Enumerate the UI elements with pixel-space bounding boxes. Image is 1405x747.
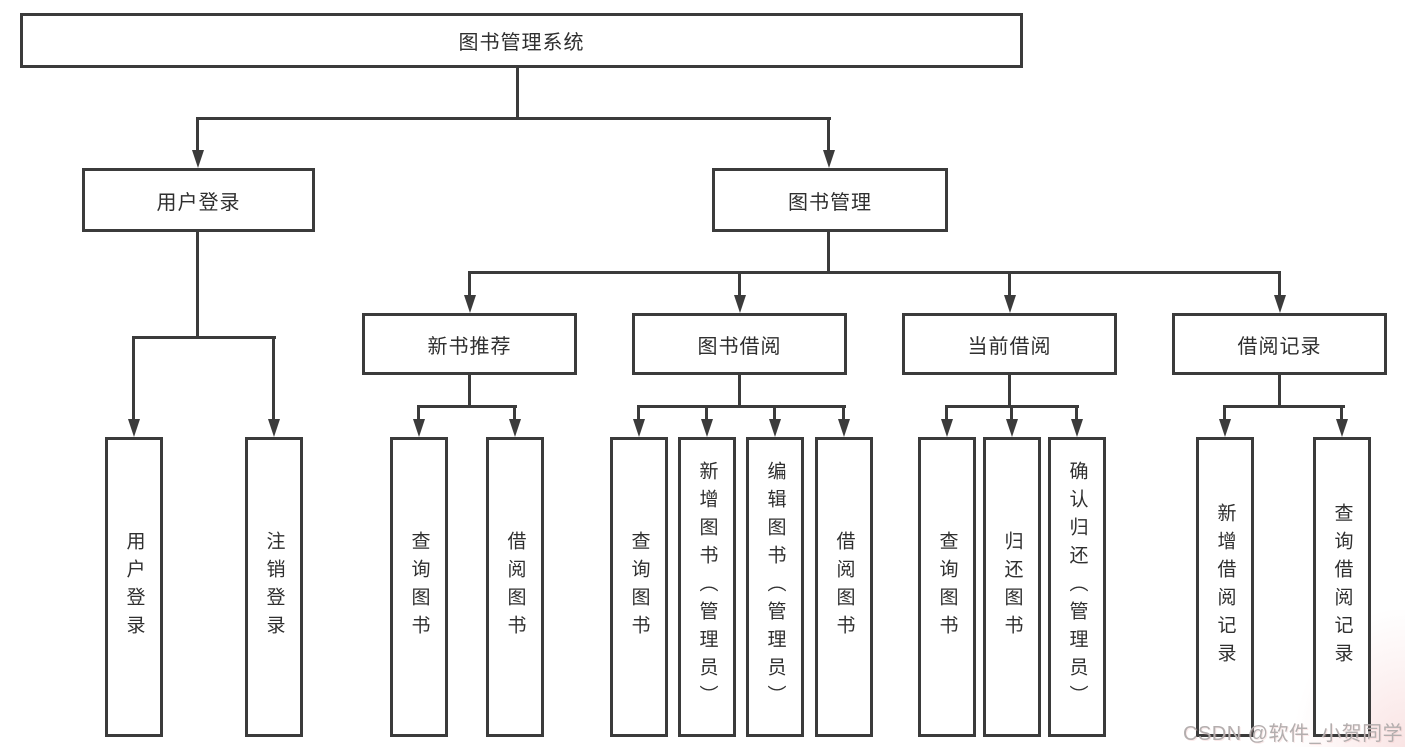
connector-line	[827, 232, 830, 274]
node-current-borrow: 当前借阅	[902, 313, 1117, 375]
leaf-newbook-borrow: 借阅图书	[486, 437, 544, 737]
node-user-login: 用户登录	[82, 168, 315, 232]
leaf-borrow-borrow: 借阅图书	[815, 437, 873, 737]
connector-line	[516, 68, 519, 119]
connector-line	[827, 117, 830, 151]
connector-line	[132, 336, 276, 339]
arrow-down-icon	[734, 295, 746, 313]
leaf-label: 新增图书（管理员）	[696, 461, 718, 713]
arrow-down-icon	[509, 419, 521, 437]
leaf-borrow-query: 查询图书	[610, 437, 668, 737]
connector-line	[513, 405, 516, 421]
connector-line	[1278, 271, 1281, 297]
leaf-label: 编辑图书（管理员）	[764, 461, 786, 713]
leaf-borrow-add-admin: 新增图书（管理员）	[678, 437, 736, 737]
connector-line	[1010, 405, 1013, 421]
connector-line	[738, 271, 741, 297]
connector-line	[468, 375, 471, 408]
leaf-label: 注销登录	[263, 531, 285, 643]
arrow-down-icon	[769, 419, 781, 437]
arrow-down-icon	[941, 419, 953, 437]
connector-line	[945, 405, 948, 421]
leaf-label: 查询借阅记录	[1331, 503, 1353, 671]
node-label: 用户登录	[156, 191, 241, 214]
connector-line	[637, 405, 846, 408]
node-label: 图书管理系统	[458, 32, 585, 54]
connector-line	[1278, 375, 1281, 408]
connector-line	[1075, 405, 1078, 421]
node-book-borrow: 图书借阅	[632, 313, 847, 375]
arrow-down-icon	[268, 419, 280, 437]
connector-line	[196, 117, 199, 151]
leaf-logout: 注销登录	[245, 437, 303, 737]
arrow-down-icon	[701, 419, 713, 437]
connector-line	[196, 232, 199, 338]
leaf-label: 借阅图书	[833, 531, 855, 643]
node-book-management: 图书管理	[712, 168, 948, 232]
connector-line	[1008, 271, 1011, 297]
arrow-down-icon	[464, 295, 476, 313]
leaf-label: 归还图书	[1001, 531, 1023, 643]
leaf-borrow-edit-admin: 编辑图书（管理员）	[746, 437, 804, 737]
connector-line	[1340, 405, 1343, 421]
arrow-down-icon	[192, 150, 204, 168]
connector-line	[468, 271, 471, 297]
arrow-down-icon	[1006, 419, 1018, 437]
connector-line	[1008, 375, 1011, 408]
leaf-user-login: 用户登录	[105, 437, 163, 737]
leaf-record-query: 查询借阅记录	[1313, 437, 1371, 737]
arrow-down-icon	[1071, 419, 1083, 437]
arrow-down-icon	[1274, 295, 1286, 313]
arrow-down-icon	[633, 419, 645, 437]
connector-line	[637, 405, 640, 421]
arrow-down-icon	[128, 419, 140, 437]
connector-line	[738, 375, 741, 408]
node-label: 新书推荐	[427, 335, 512, 358]
connector-line	[705, 405, 708, 421]
node-label: 当前借阅	[967, 335, 1052, 358]
connector-line	[417, 405, 517, 408]
leaf-current-return: 归还图书	[983, 437, 1041, 737]
watermark-text: CSDN @软件_小贺同学	[1183, 723, 1404, 745]
connector-line	[842, 405, 845, 421]
connector-line	[132, 336, 135, 421]
leaf-record-add: 新增借阅记录	[1196, 437, 1254, 737]
connector-line	[196, 117, 831, 120]
connector-line	[417, 405, 420, 421]
arrow-down-icon	[1004, 295, 1016, 313]
node-new-book-recommend: 新书推荐	[362, 313, 577, 375]
leaf-label: 借阅图书	[504, 531, 526, 643]
arrow-down-icon	[413, 419, 425, 437]
connector-line	[272, 336, 275, 421]
leaf-label: 新增借阅记录	[1214, 503, 1236, 671]
connector-line	[1223, 405, 1345, 408]
arrow-down-icon	[838, 419, 850, 437]
leaf-label: 查询图书	[936, 531, 958, 643]
node-label: 借阅记录	[1237, 335, 1322, 358]
node-root: 图书管理系统	[20, 13, 1023, 68]
connector-line	[468, 271, 1281, 274]
node-borrow-records: 借阅记录	[1172, 313, 1387, 375]
leaf-label: 查询图书	[628, 531, 650, 643]
arrow-down-icon	[1336, 419, 1348, 437]
connector-line	[1223, 405, 1226, 421]
leaf-current-query: 查询图书	[918, 437, 976, 737]
leaf-newbook-query: 查询图书	[390, 437, 448, 737]
node-label: 图书借阅	[697, 335, 782, 358]
arrow-down-icon	[1219, 419, 1231, 437]
leaf-label: 确认归还（管理员）	[1066, 461, 1088, 713]
connector-line	[773, 405, 776, 421]
leaf-label: 查询图书	[408, 531, 430, 643]
node-label: 图书管理	[788, 191, 872, 214]
leaf-label: 用户登录	[123, 531, 145, 643]
leaf-current-confirm-admin: 确认归还（管理员）	[1048, 437, 1106, 737]
arrow-down-icon	[823, 150, 835, 168]
